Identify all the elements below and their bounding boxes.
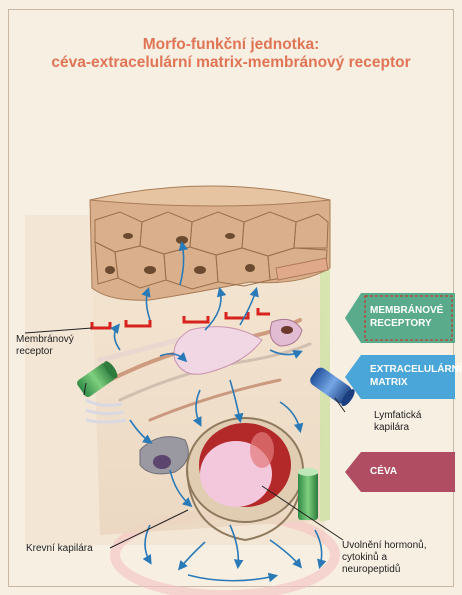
immune-cell-nucleus <box>281 326 293 334</box>
vessel-highlight <box>250 432 274 468</box>
membrane-receptor-label-1: Membránový <box>16 334 74 346</box>
membrane-receptor-label-2: receptor <box>16 346 53 358</box>
matrix-tag-line-2: MATRIX <box>370 377 408 389</box>
vessel-tag-label: CÉVA <box>370 466 397 478</box>
lymph-capillary-label-1: Lymfatická <box>374 410 421 422</box>
receptors-tag-line-1: MEMBRÁNOVÉ <box>370 305 443 317</box>
blood-capillary-label: Krevní kapilára <box>26 543 93 555</box>
mast-cell-nucleus <box>153 455 171 469</box>
lymph-capillary-label-2: kapilára <box>374 422 409 434</box>
epithelium-top <box>90 186 330 206</box>
release-label-3: neuropeptidů <box>342 564 400 576</box>
receptors-tag-line-2: RECEPTORY <box>370 318 432 330</box>
matrix-tag-line-1: EXTRACELULÁRNÍ <box>370 364 462 376</box>
release-label-2: cytokinů a <box>342 552 387 564</box>
vessel-tag <box>345 452 455 492</box>
release-label-1: Uvolnění hormonů, <box>342 540 427 552</box>
